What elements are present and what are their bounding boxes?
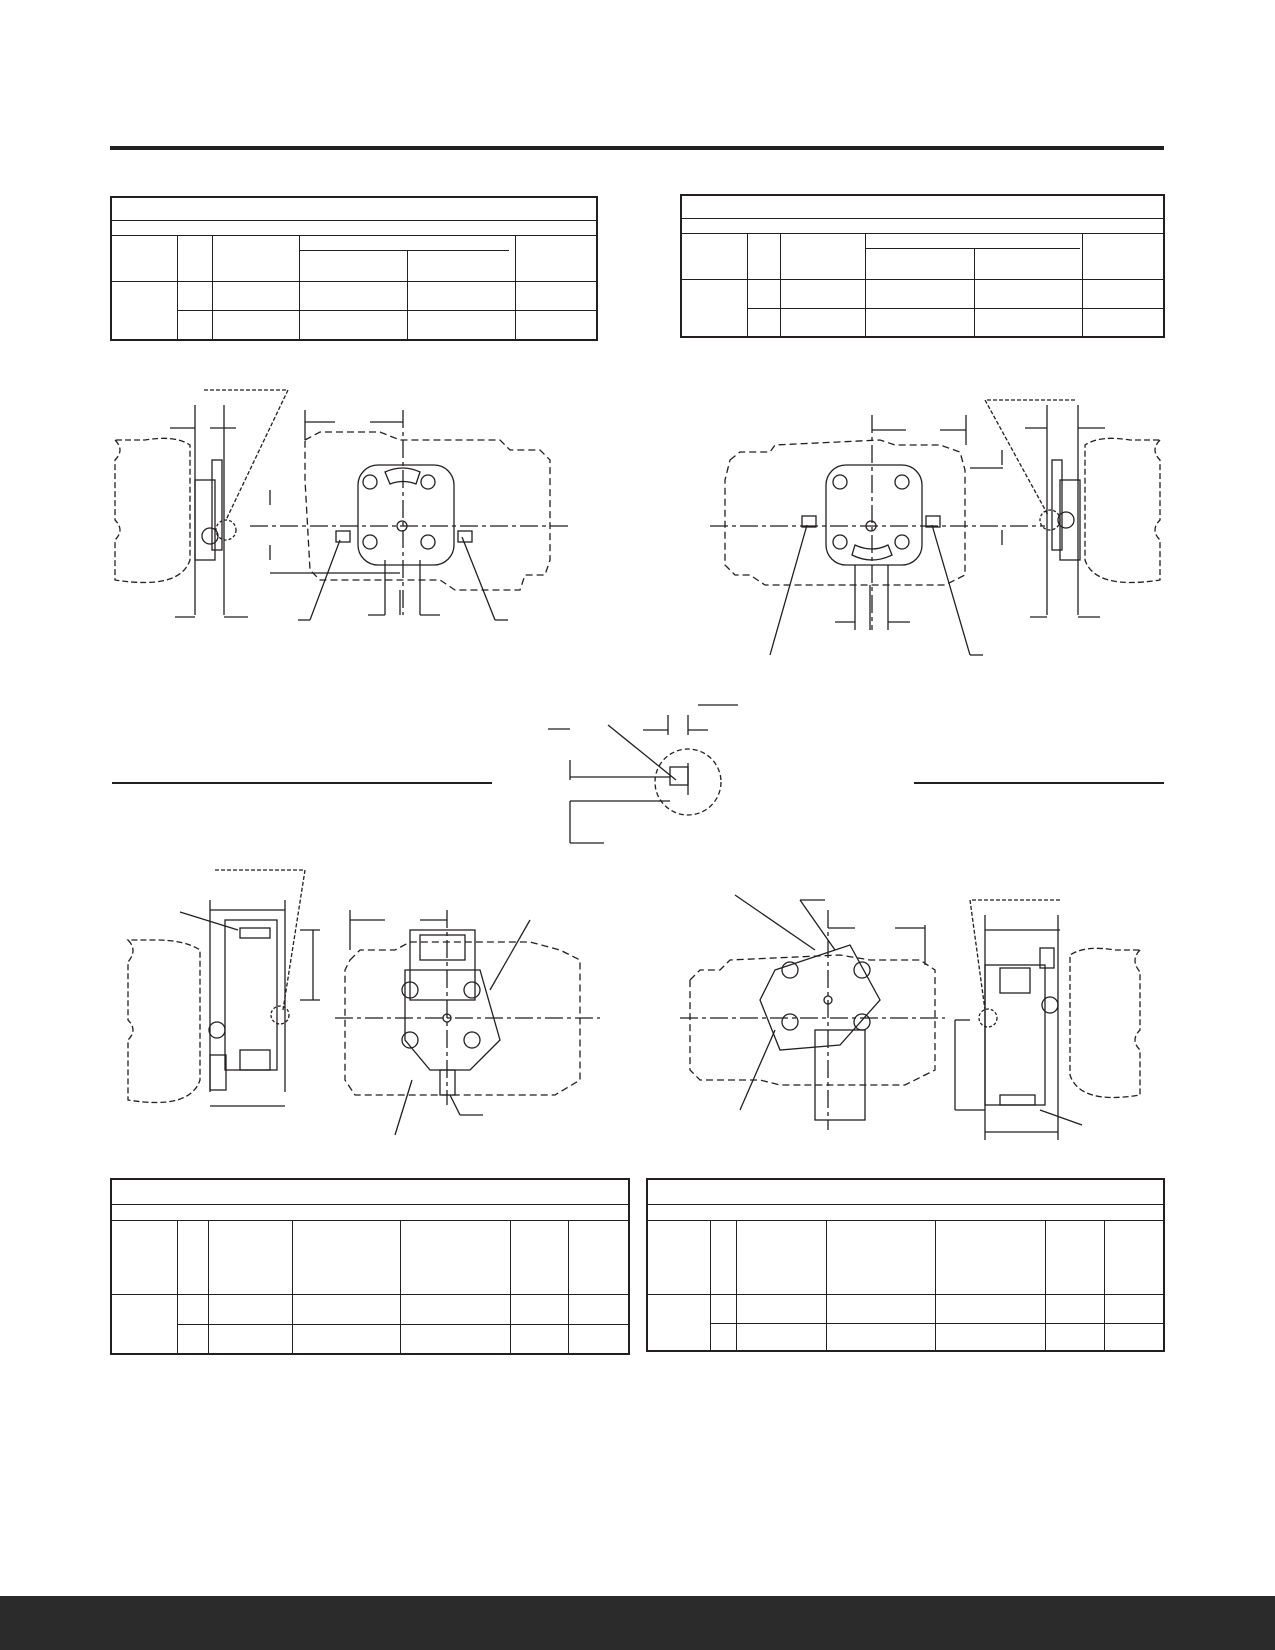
divider-right <box>914 782 1164 784</box>
table-bottom-left <box>110 1178 630 1355</box>
pump-side-view-dual-left <box>126 869 320 1107</box>
table-top-left <box>110 196 598 341</box>
table-top-right <box>680 194 1165 338</box>
pump-side-view-dual-right <box>954 899 1142 1140</box>
pump-side-view-right <box>983 399 1162 618</box>
pump-side-view-left <box>113 389 290 618</box>
divider-left <box>112 782 492 784</box>
pump-front-view-dual-right <box>680 894 945 1130</box>
pump-front-view-dual-left <box>335 910 600 1136</box>
pump-front-view-left <box>250 410 570 621</box>
header-rule <box>110 146 1164 150</box>
pump-front-view-right <box>710 415 1045 656</box>
table-bottom-right <box>646 1178 1165 1352</box>
detail-circle <box>548 704 738 844</box>
footer-bar <box>0 1596 1275 1650</box>
upper-drawings <box>113 389 1162 656</box>
lower-drawings <box>126 869 1142 1140</box>
